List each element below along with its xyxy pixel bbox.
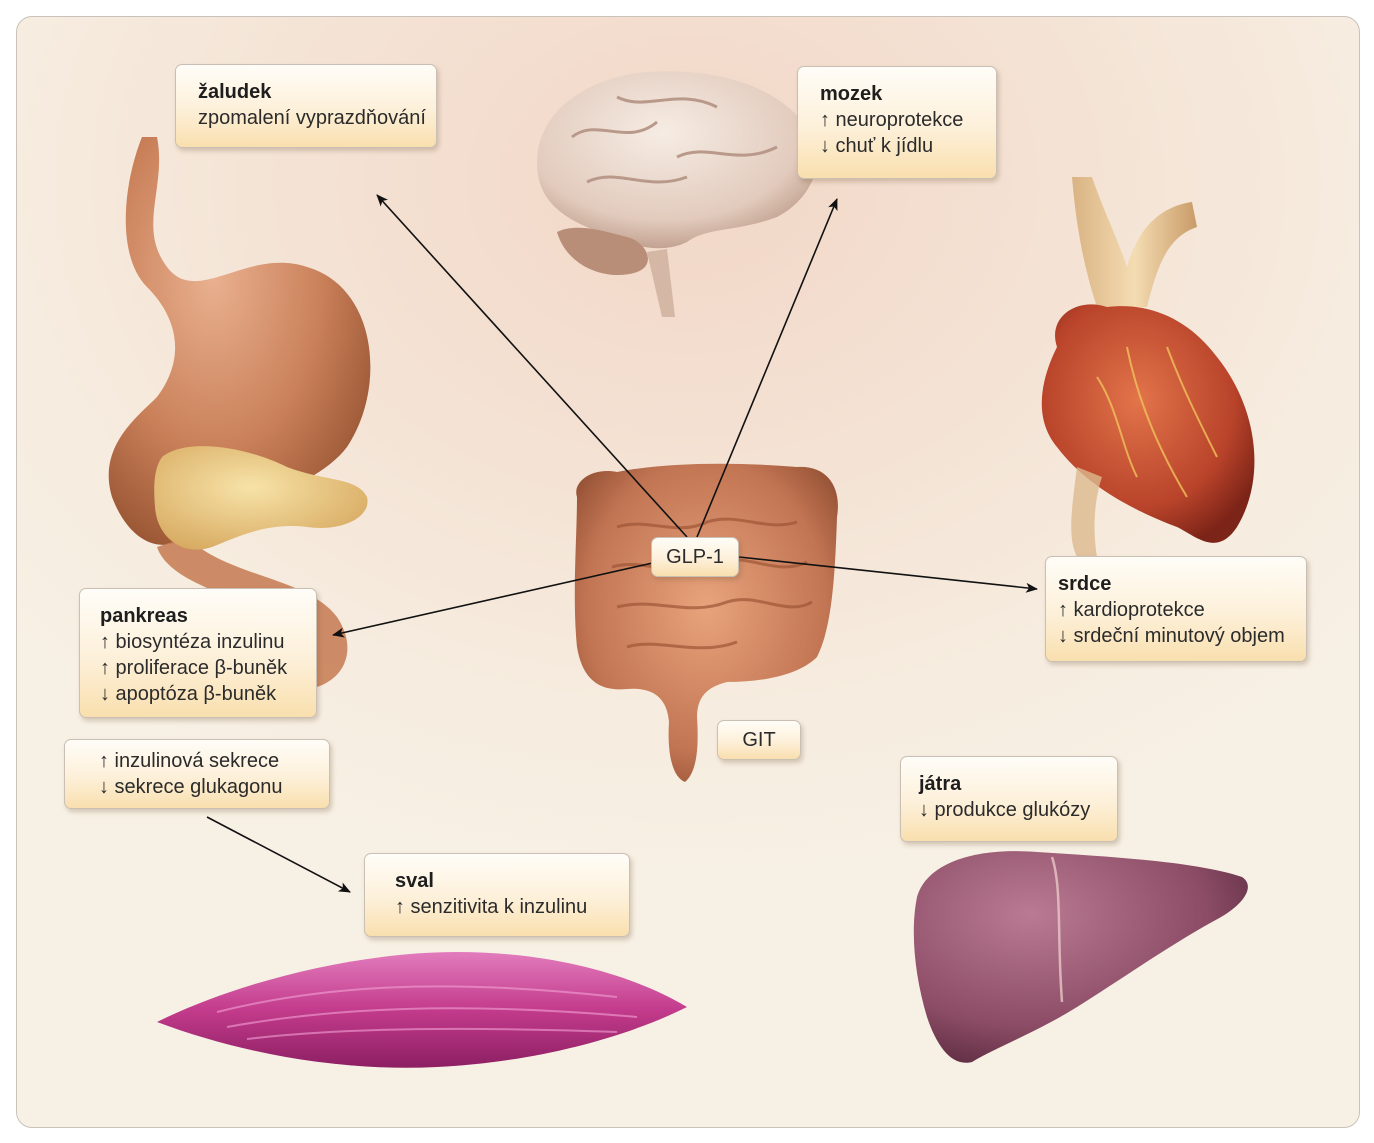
git-label: GIT	[717, 720, 801, 760]
arrow-to-heart	[738, 556, 1038, 593]
muscle-effects-box: sval ↑ senzitivita k inzulinu	[364, 853, 630, 937]
diagram-panel: žaludek zpomalení vyprazdňování mozek ↑ …	[16, 16, 1360, 1128]
heart-title: srdce	[1058, 573, 1112, 595]
secretion-effects-box: ↑ inzulinová sekrece ↓ sekrece glukagonu	[64, 739, 330, 809]
heart-effect-1: ↑ kardioprotekce	[1058, 599, 1205, 621]
arrow-to-pancreas	[332, 561, 658, 638]
stomach-title: žaludek	[198, 81, 272, 103]
pancreas-illustration	[154, 446, 368, 550]
brain-effects-box: mozek ↑ neuroprotekce ↓ chuť k jídlu	[797, 66, 997, 179]
pancreas-title: pankreas	[100, 605, 188, 627]
liver-effects-box: játra ↓ produkce glukózy	[900, 756, 1118, 842]
liver-effect-1: ↓ produkce glukózy	[919, 799, 1091, 821]
heart-effects-box: srdce ↑ kardioprotekce ↓ srdeční minutov…	[1045, 556, 1307, 662]
brain-illustration	[537, 71, 818, 317]
heart-illustration	[1041, 177, 1255, 557]
arrow-to-brain	[696, 198, 838, 538]
secretion-effect-2: ↓ sekrece glukagonu	[99, 776, 283, 798]
stomach-effect-1: zpomalení vyprazdňování	[198, 107, 426, 129]
muscle-title: sval	[395, 870, 434, 892]
brain-title: mozek	[820, 83, 883, 105]
arrow-to-muscle	[206, 816, 351, 893]
pancreas-effect-3: ↓ apoptóza β-buněk	[100, 683, 277, 705]
pancreas-effects-box: pankreas ↑ biosyntéza inzulinu ↑ prolife…	[79, 588, 317, 718]
liver-illustration	[913, 851, 1248, 1063]
pancreas-effect-1: ↑ biosyntéza inzulinu	[100, 631, 285, 653]
organ-illustrations	[108, 71, 1255, 1068]
pancreas-effect-2: ↑ proliferace β-buněk	[100, 657, 288, 679]
stomach-effects-box: žaludek zpomalení vyprazdňování	[175, 64, 437, 148]
muscle-effect-1: ↑ senzitivita k inzulinu	[395, 896, 588, 918]
glp1-label: GLP-1	[651, 537, 739, 577]
arrow-to-stomach	[376, 194, 688, 538]
arrows	[206, 194, 1038, 893]
heart-effect-2: ↓ srdeční minutový objem	[1058, 625, 1285, 647]
stomach-illustration	[108, 137, 371, 688]
liver-title: játra	[919, 773, 962, 795]
muscle-illustration	[157, 952, 687, 1068]
brain-effect-1: ↑ neuroprotekce	[820, 109, 964, 131]
secretion-effect-1: ↑ inzulinová sekrece	[99, 750, 280, 772]
brain-effect-2: ↓ chuť k jídlu	[820, 135, 934, 157]
